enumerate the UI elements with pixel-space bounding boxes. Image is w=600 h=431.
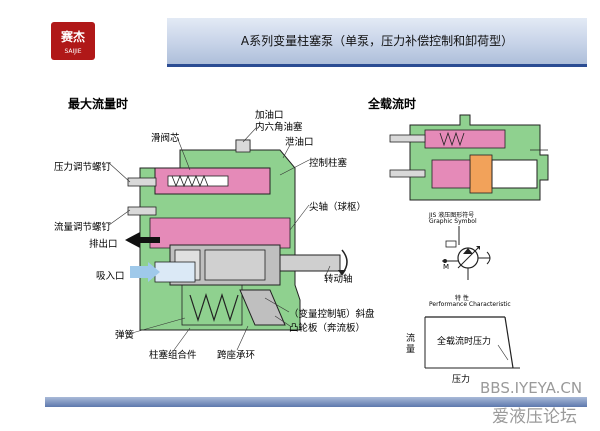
label-pressure-screw: 压力调节螺钉 (54, 162, 112, 173)
footer-bar (45, 397, 587, 407)
label-outlet: 排出口 (89, 239, 118, 250)
characteristic-curve-label: 全载流时压力 (437, 337, 492, 347)
logo-graphic: 赛杰 SAIJIE (51, 22, 95, 60)
left-section-title: 最大流量时 (68, 97, 129, 111)
label-oil-fill: 加油口 (255, 110, 284, 121)
label-rotating-shaft: 转动轴 (324, 274, 353, 285)
symbol-title-en: Graphic Symbol (429, 218, 477, 225)
label-seat-ring: 跨座承环 (217, 350, 256, 361)
characteristic-title-cn: 特 性 (455, 295, 469, 302)
label-cam-plate: 凸轮板（奔流板） (289, 323, 366, 334)
logo-text: 赛杰 (60, 29, 85, 44)
symbol-title-cn: JIS 液压图形符号 (429, 212, 475, 219)
header: 赛杰 SAIJIE A系列变量柱塞泵（单泵，压力补偿控制和卸荷型） (45, 18, 587, 67)
characteristic-x-label: 压力 (452, 375, 471, 385)
label-flow-screw: 流量调节螺钉 (54, 222, 112, 233)
label-drain: 泄油口 (285, 137, 314, 148)
label-shaft: 尖轴（球枢） (309, 202, 367, 213)
label-spring: 弹簧 (115, 330, 135, 341)
characteristic-title-en: Performance Characteristic (429, 301, 511, 308)
label-piston-assembly: 柱塞组合件 (149, 350, 197, 361)
label-hex-plug: 内六角油塞 (255, 122, 303, 133)
title-bar: A系列变量柱塞泵（单泵，压力补偿控制和卸荷型） (167, 18, 587, 67)
watermark-forum: 爱液压论坛 (492, 407, 577, 427)
label-control-piston: 控制柱塞 (309, 158, 348, 169)
page-title: A系列变量柱塞泵（单泵，压力补偿控制和卸荷型） (240, 34, 514, 48)
label-swash-plate: （变量控制轭）斜盘 (289, 309, 375, 320)
label-spool: 滑阀芯 (151, 133, 180, 144)
label-inlet: 吸入口 (96, 271, 125, 282)
characteristic-y-label: 流量 (406, 334, 416, 355)
symbol-m-label: M (443, 263, 450, 271)
right-section-title: 全载流时 (368, 97, 417, 111)
logo-subtext: SAIJIE (64, 48, 81, 55)
watermark-url: BBS.IYEYA.CN (480, 379, 583, 397)
logo: 赛杰 SAIJIE (45, 18, 165, 64)
